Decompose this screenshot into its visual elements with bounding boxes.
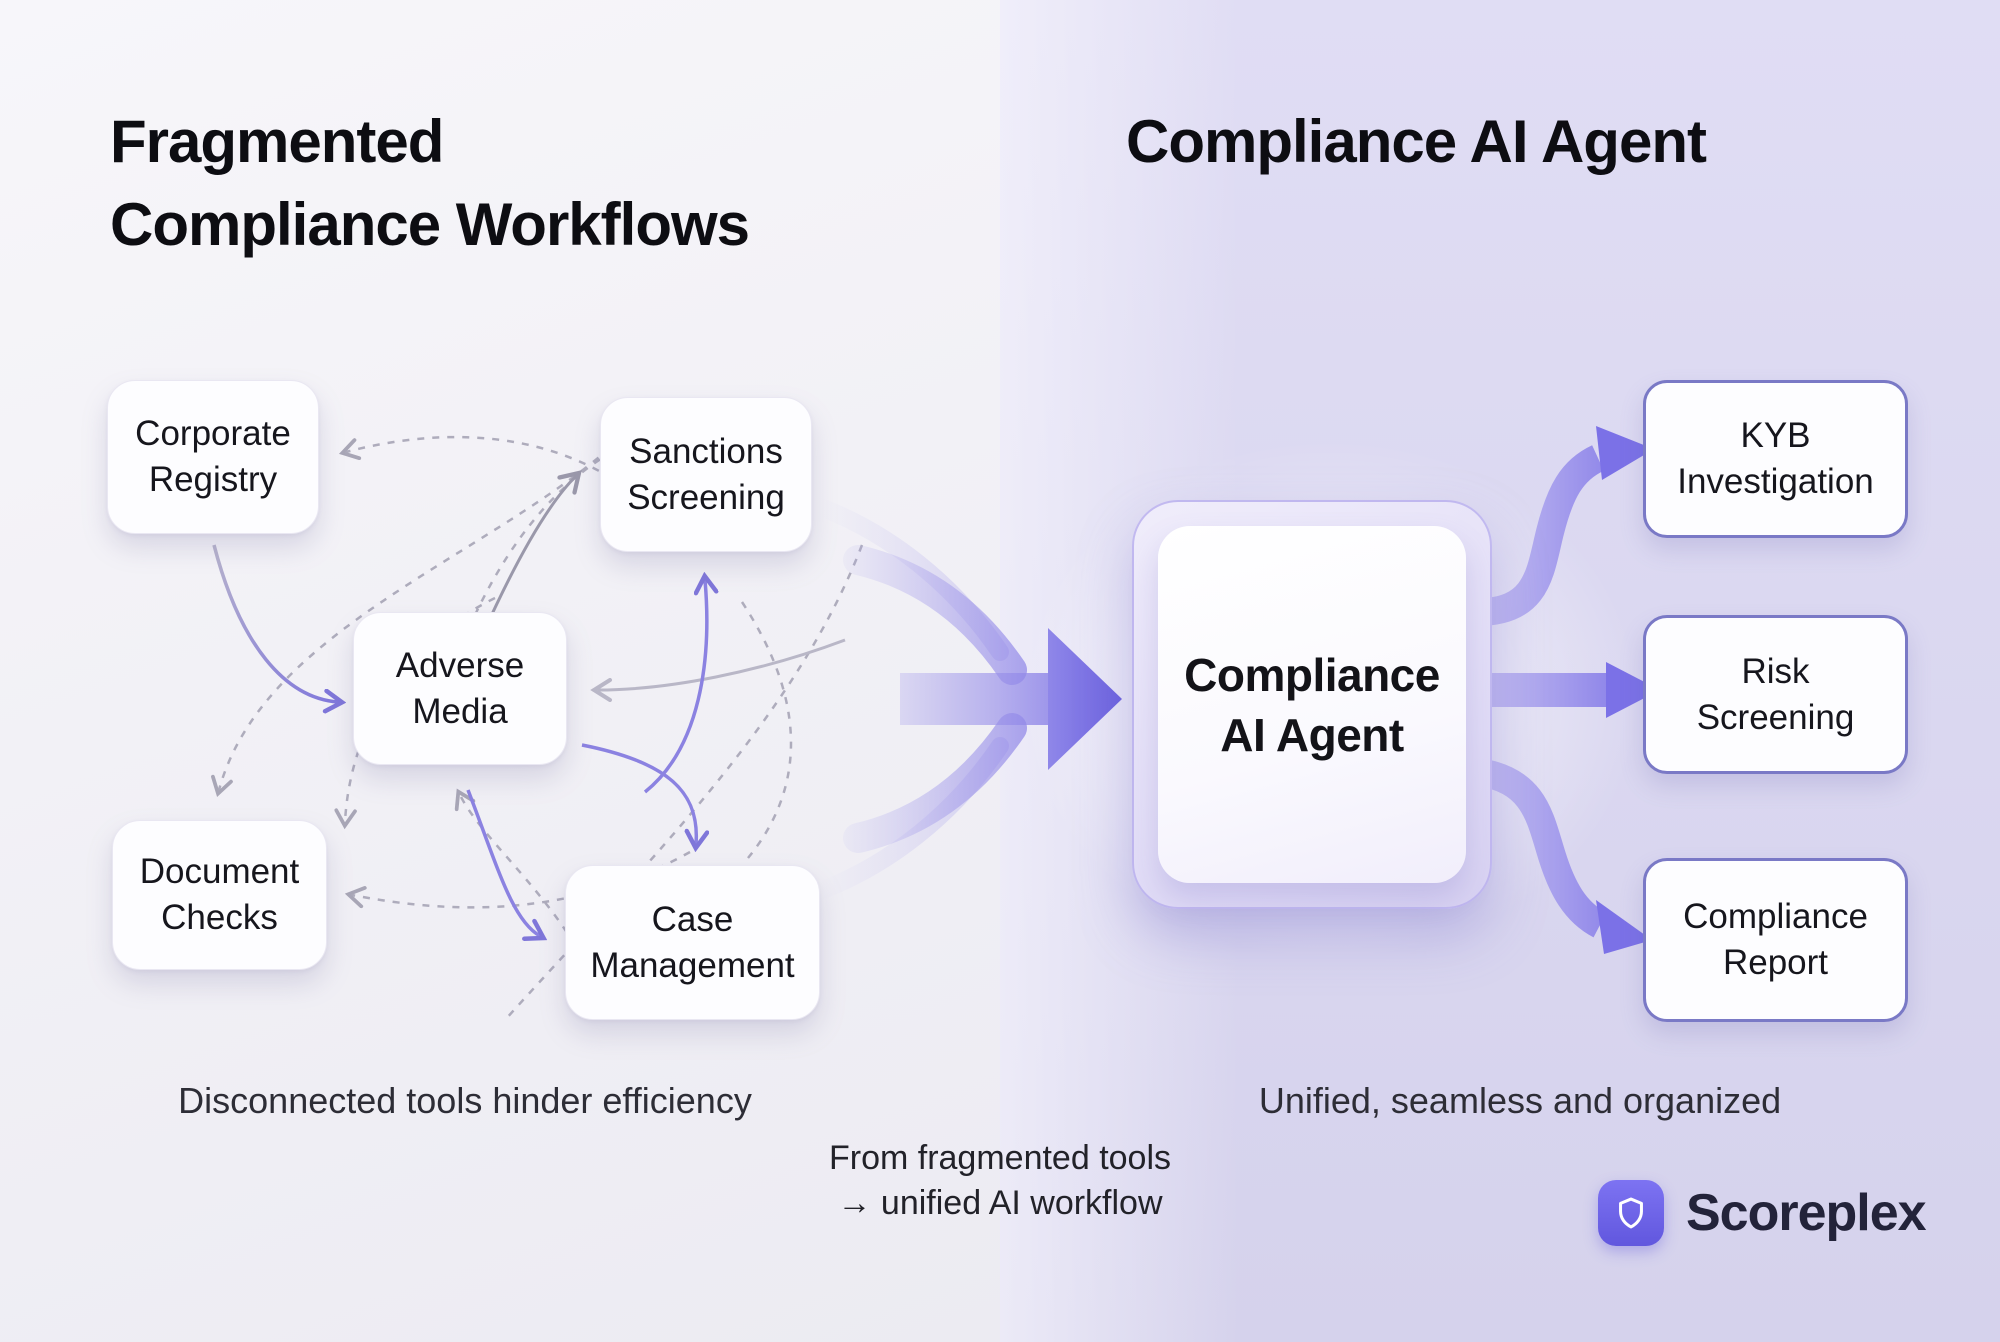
output-risk-screening: Risk Screening (1643, 615, 1908, 774)
output-label-line: Report (1722, 943, 1829, 982)
node-label-line: Media (412, 691, 508, 731)
agent-label-line: Compliance (1184, 648, 1440, 701)
right-panel-title: Compliance AI Agent (1126, 108, 1707, 175)
output-kyb-investigation: KYB Investigation (1643, 380, 1908, 538)
shield-icon (1598, 1180, 1664, 1246)
node-case-management: Case Management (565, 865, 820, 1020)
brand-name: Scoreplex (1686, 1184, 1927, 1242)
node-label-line: Document (139, 852, 300, 891)
convergence-arrow-icon (791, 491, 1122, 907)
output-compliance-report: Compliance Report (1643, 858, 1908, 1022)
output-label-line: Compliance (1683, 897, 1868, 936)
node-label-line: Sanctions (629, 431, 783, 471)
node-label-line: Case (651, 899, 734, 939)
center-caption: From fragmented tools → unified AI workf… (790, 1136, 1210, 1226)
center-caption-line2: → unified AI workflow (837, 1184, 1163, 1222)
output-label-line: Investigation (1677, 462, 1874, 501)
node-label-line: Registry (148, 460, 278, 499)
output-label-line: Screening (1696, 697, 1855, 737)
left-title-line2: Compliance Workflows (110, 191, 750, 258)
node-label-line: Management (590, 945, 795, 985)
center-caption-line1: From fragmented tools (828, 1139, 1172, 1177)
node-corporate-registry: Corporate Registry (107, 380, 319, 534)
output-label-line: KYB (1740, 416, 1811, 455)
compliance-ai-agent-box: Compliance AI Agent (1158, 526, 1466, 883)
node-adverse-media: Adverse Media (353, 612, 567, 765)
left-title-line1: Fragmented (110, 108, 444, 175)
purple-arrows (212, 544, 707, 936)
left-caption: Disconnected tools hinder efficiency (178, 1080, 752, 1121)
right-caption: Unified, seamless and organized (1258, 1080, 1782, 1121)
agent-label-line: AI Agent (1220, 708, 1404, 761)
compliance-ai-agent-frame: Compliance AI Agent (1132, 500, 1492, 909)
left-panel-title: Fragmented Compliance Workflows (110, 100, 750, 266)
node-sanctions-screening: Sanctions Screening (600, 397, 812, 552)
brand-lockup: Scoreplex (1598, 1180, 1927, 1246)
node-label-line: Adverse (395, 645, 525, 685)
output-ribbon-arrows (1475, 426, 1660, 954)
node-label-line: Checks (161, 898, 278, 937)
node-document-checks: Document Checks (112, 820, 327, 970)
node-label-line: Screening (627, 477, 785, 517)
output-label-line: Risk (1741, 651, 1810, 691)
node-label-line: Corporate (135, 414, 291, 453)
